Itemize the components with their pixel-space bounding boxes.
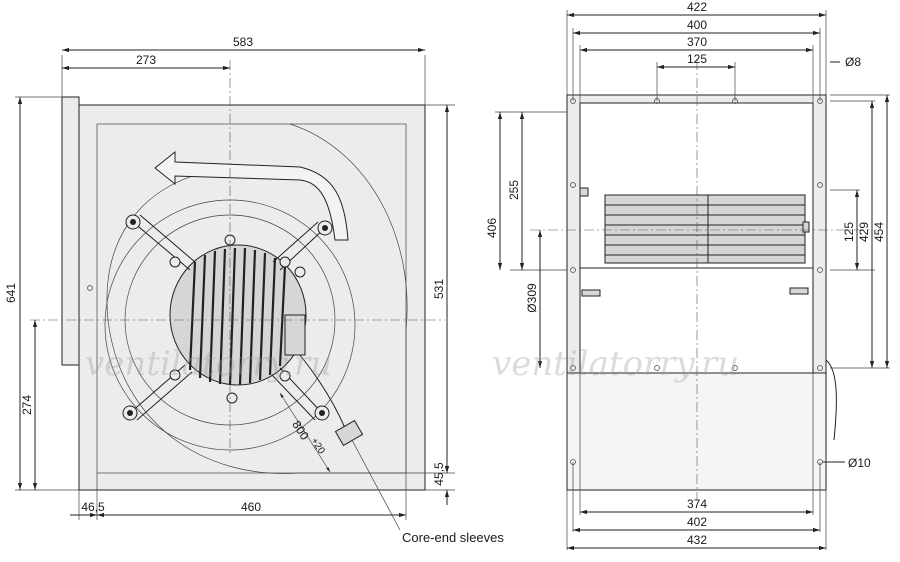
dim-402: 402 [687,515,707,529]
side-view: 422 400 370 125 Ø8 406 255 Ø309 125 429 … [485,0,890,551]
dim-273: 273 [136,53,156,67]
dim-125-top: 125 [687,52,707,66]
side-extension-lines [495,10,890,550]
right-slot [789,287,809,295]
front-extension-lines [15,55,455,520]
dim-422: 422 [687,0,707,14]
scroll-housing [106,123,408,474]
left-flange [61,96,80,366]
watermark-right: ventilatorry.ru [492,344,739,384]
dim-line-800 [279,392,331,473]
side-cable [825,359,837,441]
side-holes [570,98,823,465]
front-view: 583 273 641 274 531 45,5 46,5 460 800 +2… [4,35,455,520]
dim-641: 641 [4,283,18,303]
dim-46-5: 46,5 [81,500,105,514]
dim-454: 454 [872,222,886,242]
callout-leader [351,439,401,531]
motor-fins [188,247,287,386]
small-hole-icon [87,285,93,291]
core-end-sleeves-icon [334,419,364,447]
dim-d10: Ø10 [848,456,871,470]
watermark-left: ventilatorry.ru [85,344,332,384]
dim-370: 370 [687,35,707,49]
left-slot [581,289,601,297]
dim-531: 531 [432,279,446,299]
terminal-box [284,314,306,356]
dim-274: 274 [20,395,34,415]
callout-core-end-sleeves: Core-end sleeves [402,530,504,545]
dim-432: 432 [687,533,707,547]
rotation-arrow-icon [154,150,349,241]
dim-255: 255 [507,180,521,200]
outlet-section [566,372,827,491]
dim-406: 406 [485,218,499,238]
dim-429: 429 [857,222,871,242]
inner-plate-outline [96,123,407,474]
dim-583: 583 [233,35,253,49]
dim-45-5: 45,5 [432,462,446,486]
dim-400: 400 [687,18,707,32]
middle-housing [579,267,814,374]
dim-125-right: 125 [842,222,856,242]
dim-460: 460 [241,500,261,514]
motor-side-fins [605,195,805,263]
cable [299,354,346,429]
dim-d309: Ø309 [525,283,539,313]
dim-374: 374 [687,497,707,511]
dim-d8: Ø8 [845,55,861,69]
